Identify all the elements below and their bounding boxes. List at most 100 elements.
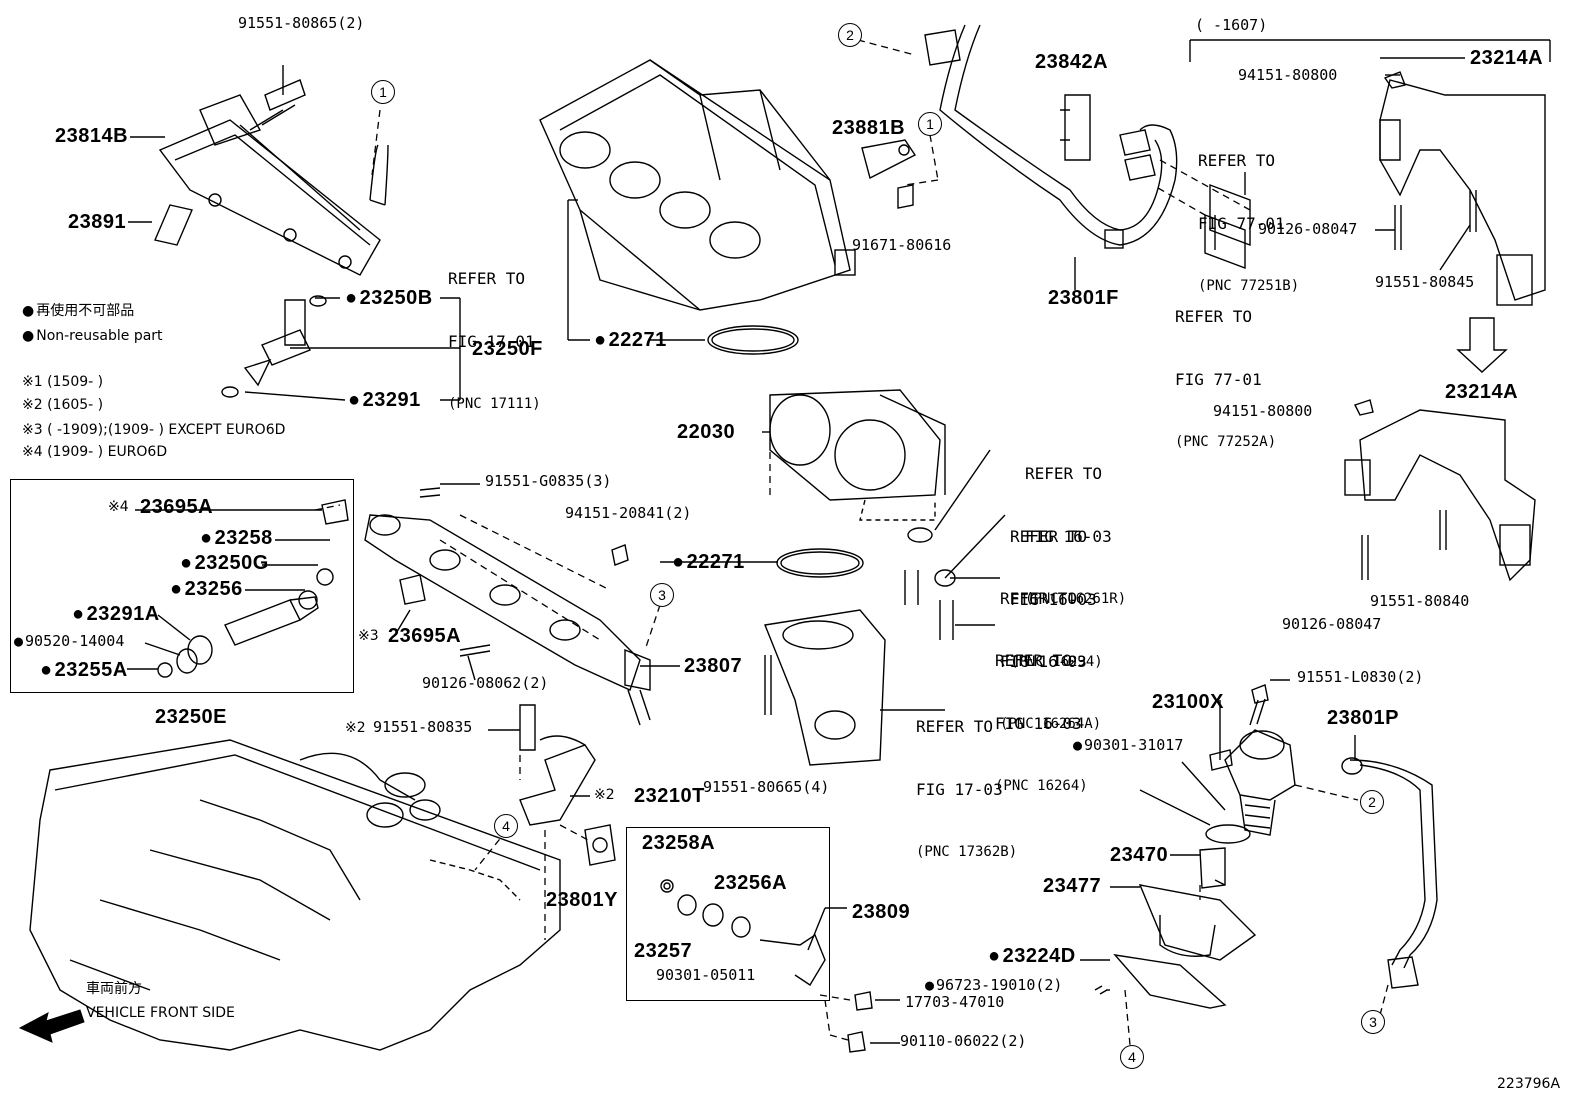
part-label-23842A[interactable]: 23842A — [1035, 51, 1109, 73]
mark-2-bracket: ※2 — [594, 787, 615, 803]
part-label-90126-08047-lower[interactable]: 90126-08047 — [1282, 615, 1382, 633]
front-label-en: VEHICLE FRONT SIDE — [86, 1005, 235, 1021]
refer-fig-16-03-16294[interactable]: REFER TO FIG 16-03 (PNC 16294) — [1010, 484, 1103, 694]
refer-line-2: FIG 17-01 — [448, 332, 535, 351]
part-label-91551-80865[interactable]: 91551-80865(2) — [238, 14, 365, 32]
part-label-23470[interactable]: 23470 — [1110, 844, 1169, 866]
legend-note-1: ※1 (1509- ) — [22, 374, 104, 390]
part-label-23291[interactable]: 23291 — [348, 390, 421, 410]
part-label-23224D[interactable]: 23224D — [988, 946, 1076, 966]
part-label-23291A[interactable]: 23291A — [72, 604, 160, 624]
fuel-delivery-pipe-drawing — [158, 94, 389, 276]
throttle-body-drawing — [769, 389, 946, 521]
part-label-91551-80845[interactable]: 91551-80845 — [1375, 273, 1475, 291]
intake-manifold-drawing — [539, 59, 856, 311]
part-label-94151-80800-lower[interactable]: 94151-80800 — [1213, 402, 1313, 420]
part-label-23250E[interactable]: 23250E — [155, 706, 227, 728]
refer-line-3: (PNC 16261R) — [1025, 591, 1127, 607]
mark-2: ※2 — [345, 720, 366, 736]
part-label-23801P[interactable]: 23801P — [1327, 707, 1399, 729]
bracket-lower-drawing — [1344, 399, 1536, 582]
callout-1[interactable]: 1 — [918, 112, 942, 136]
part-label-23477[interactable]: 23477 — [1043, 875, 1102, 897]
part-label-23256A[interactable]: 23256A — [714, 872, 788, 894]
part-label-23258A[interactable]: 23258A — [642, 832, 716, 854]
part-label-23100X[interactable]: 23100X — [1152, 691, 1224, 713]
part-label-23881B[interactable]: 23881B — [832, 117, 906, 139]
callout-3[interactable]: 3 — [1361, 1010, 1385, 1034]
legend-note-3: ※3 ( -1909);(1909- ) EXCEPT EURO6D — [22, 422, 286, 438]
part-label-17703-47010[interactable]: 17703-47010 — [905, 993, 1005, 1011]
part-label-23250G[interactable]: 23250G — [180, 553, 269, 573]
refer-fig-16-03-16264[interactable]: REFER TO FIG 16-03 (PNC 16264) — [995, 608, 1088, 818]
part-label-23695A-except-euro6d[interactable]: 23695A — [388, 625, 462, 647]
refer-line-3: (PNC 17362B) — [916, 844, 1018, 860]
part-label-91551-L0830[interactable]: 91551-L0830(2) — [1297, 668, 1424, 686]
part-label-91551-80835[interactable]: 91551-80835 — [373, 718, 473, 736]
part-label-23258[interactable]: 23258 — [200, 528, 273, 548]
part-label-91551-G0835[interactable]: 91551-G0835(3) — [485, 472, 612, 490]
refer-fig-17-01[interactable]: REFER TO FIG 17-01 (PNC 17111) — [448, 226, 541, 436]
part-label-23257[interactable]: 23257 — [634, 940, 693, 962]
part-label-23214A-lower[interactable]: 23214A — [1445, 381, 1519, 403]
part-label-94151-20841[interactable]: 94151-20841(2) — [565, 504, 692, 522]
refer-line-3: (PNC 16264) — [995, 778, 1088, 794]
legend-non-reusable-en: Non-reusable part — [22, 329, 162, 343]
part-label-23801Y[interactable]: 23801Y — [546, 889, 618, 911]
refer-fig-17-03[interactable]: REFER TO FIG 17-03 (PNC 17362B) — [916, 674, 1017, 884]
fuel-pipe-drawing — [924, 24, 1178, 249]
part-label-22271-lower[interactable]: 22271 — [672, 552, 745, 572]
refer-line-2: FIG 16-03 — [995, 714, 1082, 733]
callout-4[interactable]: 4 — [494, 814, 518, 838]
refer-line-2: FIG 16-03 — [1025, 527, 1112, 546]
part-label-94151-80800-upper[interactable]: 94151-80800 — [1238, 66, 1338, 84]
part-label-23250B[interactable]: 23250B — [345, 288, 433, 308]
mark-3: ※3 — [358, 628, 379, 644]
mark-4: ※4 — [108, 499, 129, 515]
refer-line-2: FIG 77-01 — [1198, 214, 1285, 233]
part-label-96723-19010[interactable]: 96723-19010(2) — [925, 978, 1062, 993]
refer-line-1: REFER TO — [916, 717, 994, 736]
part-label-91551-80665[interactable]: 91551-80665(4) — [703, 778, 830, 796]
diagram-id: 223796A — [1497, 1076, 1561, 1092]
part-label-90126-08062[interactable]: 90126-08062(2) — [422, 674, 549, 692]
callout-2[interactable]: 2 — [1360, 790, 1384, 814]
refer-line-3: (PNC 77252A) — [1175, 434, 1277, 450]
callout-2[interactable]: 2 — [838, 23, 862, 47]
legend-note-2: ※2 (1605- ) — [22, 397, 104, 413]
refer-fig-16-03-16264A[interactable]: REFER TO FIG 16-03 (PNC 16264A) — [1000, 546, 1101, 756]
refer-fig-77-01-77252A[interactable]: REFER TO FIG 77-01 (PNC 77252A) — [1175, 264, 1276, 474]
part-label-23695A-euro6d[interactable]: 23695A — [140, 496, 214, 518]
part-label-23255A[interactable]: 23255A — [40, 660, 128, 680]
part-label-23809[interactable]: 23809 — [852, 901, 911, 923]
front-label-jp: 車両前方 — [86, 981, 142, 997]
part-label-23801F[interactable]: 23801F — [1048, 287, 1119, 309]
part-label-90110-06022[interactable]: 90110-06022(2) — [900, 1032, 1027, 1050]
refer-line-2: FIG 17-03 — [916, 780, 1003, 799]
part-label-23807[interactable]: 23807 — [684, 655, 743, 677]
part-label-90126-08047-upper[interactable]: 90126-08047 — [1258, 220, 1358, 238]
part-label-90520-14004[interactable]: 90520-14004 — [14, 634, 124, 649]
refer-fig-16-03-16261R[interactable]: REFER TO FIG 16-03 (PNC 16261R) — [1025, 421, 1126, 631]
part-label-91551-80840[interactable]: 91551-80840 — [1370, 592, 1470, 610]
refer-fig-77-01-77251B[interactable]: REFER TO FIG 77-01 (PNC 77251B) — [1198, 108, 1299, 318]
part-label-91671-80616[interactable]: 91671-80616 — [852, 236, 952, 254]
part-label-90301-05011[interactable]: 90301-05011 — [656, 966, 756, 984]
part-label-23256[interactable]: 23256 — [170, 579, 243, 599]
callout-3[interactable]: 3 — [650, 583, 674, 607]
part-label-22030[interactable]: 22030 — [677, 421, 736, 443]
part-label-23250F[interactable]: 23250F — [472, 338, 543, 360]
part-label-23214A-upper[interactable]: 23214A — [1470, 47, 1544, 69]
part-label-90301-31017[interactable]: 90301-31017 — [1073, 738, 1183, 753]
refer-line-1: REFER TO — [1000, 589, 1078, 608]
refer-line-1: REFER TO — [1175, 307, 1253, 326]
part-label-23814B[interactable]: 23814B — [55, 125, 129, 147]
callout-4[interactable]: 4 — [1120, 1045, 1144, 1069]
injector-drawing — [221, 295, 327, 398]
refer-line-2: FIG 16-03 — [1000, 652, 1087, 671]
part-label-22271-upper[interactable]: 22271 — [594, 330, 667, 350]
part-label-23891[interactable]: 23891 — [68, 211, 127, 233]
callout-1[interactable]: 1 — [371, 80, 395, 104]
part-label-23210T[interactable]: 23210T — [634, 785, 705, 807]
refer-line-1: REFER TO — [448, 269, 526, 288]
